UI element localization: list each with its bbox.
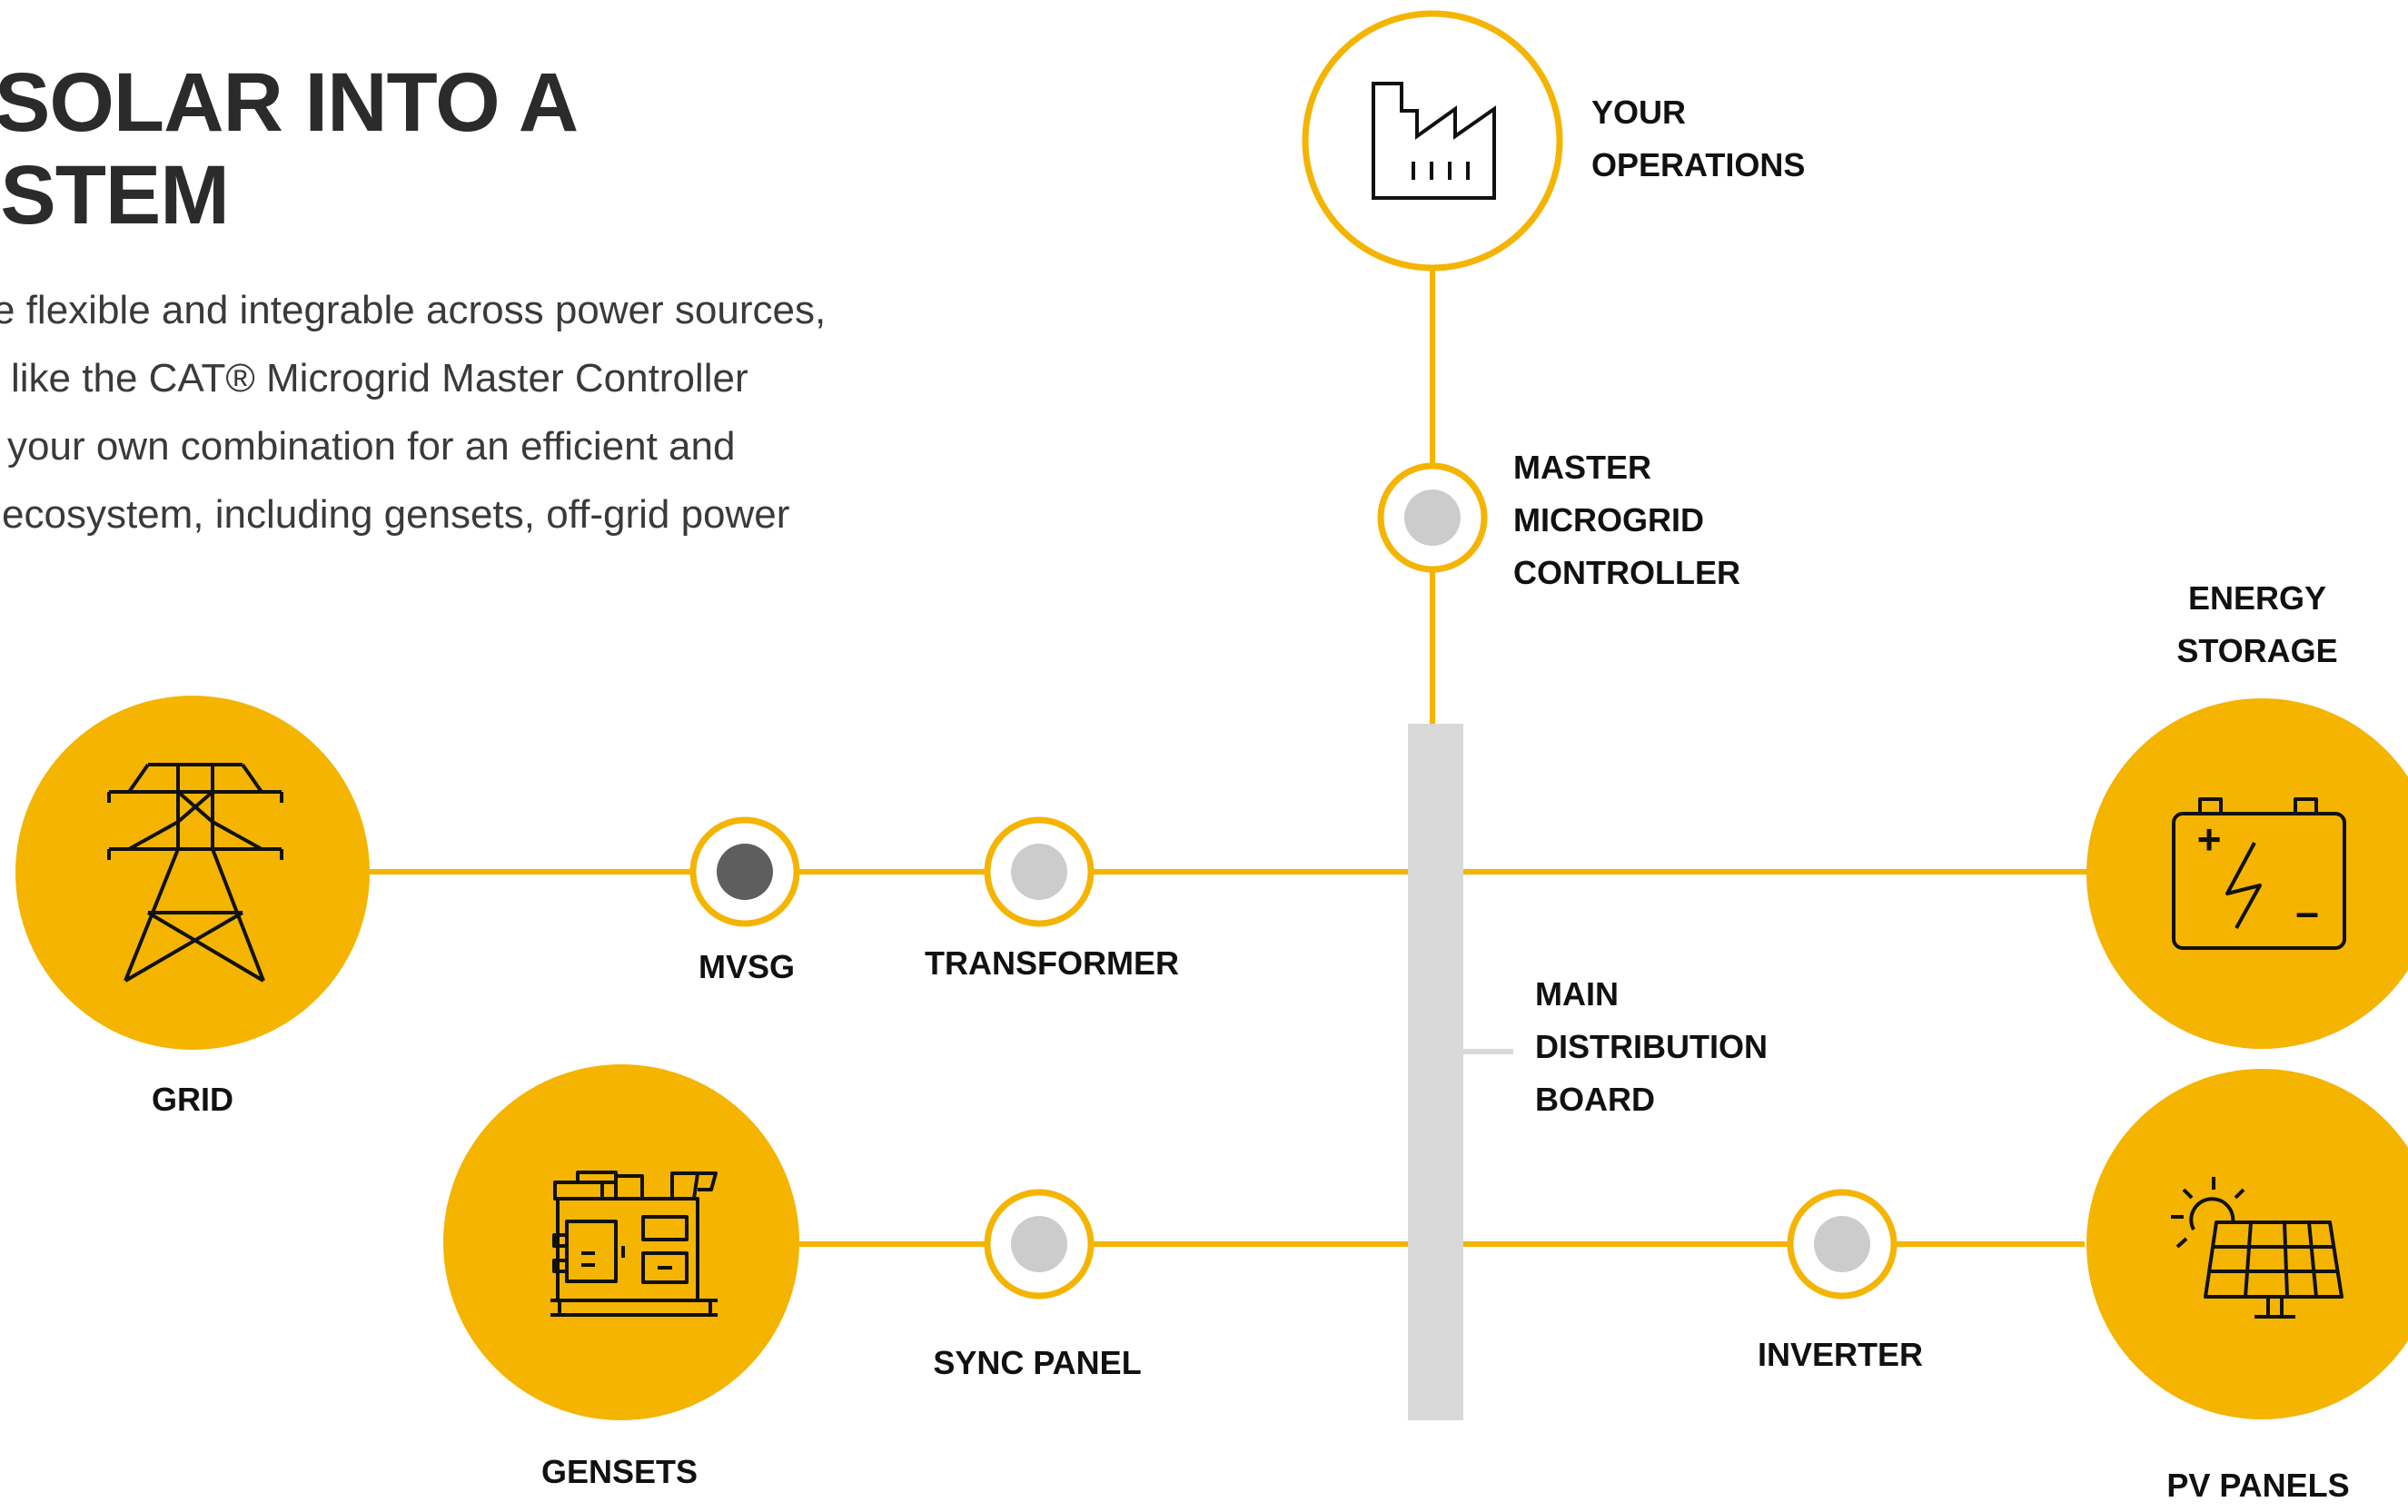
intro-paragraph: e flexible and integrable across power s… bbox=[0, 276, 826, 548]
connection-lines bbox=[363, 268, 2089, 1247]
label-transformer: TRANSFORMER bbox=[925, 944, 1179, 982]
controller-node bbox=[1377, 462, 1488, 573]
label-inverter: INVERTER bbox=[1757, 1336, 1924, 1373]
label-sync-panel: SYNC PANEL bbox=[933, 1344, 1142, 1381]
mvsg-node bbox=[689, 816, 800, 927]
sync-panel-node bbox=[984, 1189, 1095, 1300]
intro-line-4: ecosystem, including gensets, off-grid p… bbox=[2, 492, 790, 537]
headline-line-2: YSTEM bbox=[0, 149, 230, 242]
battery-plus-sign: + bbox=[2197, 815, 2222, 863]
page-headline: SOLAR INTO A YSTEM bbox=[0, 56, 579, 242]
pv-panels-node bbox=[2086, 1069, 2408, 1419]
label-pv-panels: PV PANELS bbox=[2166, 1467, 2350, 1504]
label-mvsg: MVSG bbox=[698, 948, 796, 985]
battery-minus-sign: – bbox=[2295, 888, 2319, 935]
generator-icon bbox=[550, 1171, 718, 1317]
label-gensets: GENSETS bbox=[540, 1453, 699, 1490]
label-main-distribution-board: MAIN DISTRIBUTION BOARD bbox=[1535, 975, 1768, 1118]
inverter-node bbox=[1787, 1189, 1898, 1300]
label-energy-storage: ENERGY STORAGE bbox=[2176, 579, 2338, 669]
label-grid: GRID bbox=[152, 1081, 233, 1118]
transmission-tower-icon bbox=[107, 763, 283, 983]
battery-icon bbox=[2172, 797, 2346, 950]
intro-line-3: your own combination for an efficient an… bbox=[7, 424, 736, 469]
grid-node bbox=[15, 696, 370, 1050]
distribution-bus-bar bbox=[1408, 724, 1463, 1420]
gensets-node bbox=[443, 1064, 799, 1420]
storage-node: + – bbox=[2086, 698, 2408, 1049]
intro-line-2: like the CAT® Microgrid Master Controlle… bbox=[11, 356, 748, 400]
transformer-node bbox=[984, 816, 1095, 927]
intro-line-1: e flexible and integrable across power s… bbox=[0, 288, 827, 332]
label-your-operations: YOUR OPERATIONS bbox=[1591, 94, 1806, 183]
label-master-microgrid-controller: MASTER MICROGRID CONTROLLER bbox=[1513, 449, 1740, 591]
solar-panel-icon bbox=[2171, 1177, 2344, 1319]
headline-line-1: SOLAR INTO A bbox=[0, 56, 579, 149]
factory-icon bbox=[1372, 82, 1496, 200]
operations-node bbox=[1302, 10, 1563, 272]
